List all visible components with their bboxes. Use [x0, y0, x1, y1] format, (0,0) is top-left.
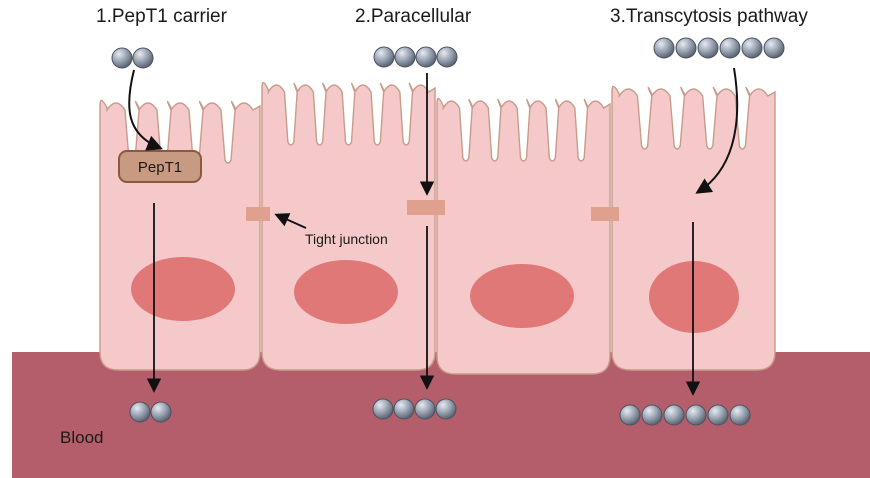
peptide-bead-pathway3-apical: [654, 38, 674, 58]
pept1-transporter-label: PepT1: [138, 159, 182, 176]
epithelial-cell-3: [437, 98, 610, 374]
nucleus-3: [470, 264, 574, 328]
tight-junction-1: [246, 207, 270, 221]
peptide-bead-pathway1-apical: [133, 48, 153, 68]
blood-label: Blood: [60, 428, 103, 448]
peptide-bead-pathway3-blood: [686, 405, 706, 425]
nucleus-1: [131, 257, 235, 321]
tight-junction-label: Tight junction: [305, 231, 388, 247]
epithelial-cells: [100, 82, 775, 374]
peptide-bead-pathway3-apical: [676, 38, 696, 58]
peptide-bead-pathway3-blood: [708, 405, 728, 425]
peptide-bead-pathway3-blood: [642, 405, 662, 425]
peptide-bead-pathway2-blood: [373, 399, 393, 419]
peptide-bead-pathway2-apical: [416, 47, 436, 67]
pathway-1-label: 1.PepT1 carrier: [96, 6, 227, 28]
peptide-bead-pathway2-apical: [395, 47, 415, 67]
tight-junction-3: [591, 207, 619, 221]
epithelial-cell-2: [262, 82, 435, 370]
peptide-bead-pathway2-apical: [374, 47, 394, 67]
pathway-3-label: 3.Transcytosis pathway: [610, 6, 808, 28]
nucleus-4: [649, 261, 739, 333]
peptide-bead-pathway3-blood: [620, 405, 640, 425]
peptide-bead-pathway3-apical: [720, 38, 740, 58]
peptide-bead-pathway2-blood: [394, 399, 414, 419]
peptide-bead-pathway2-apical: [437, 47, 457, 67]
peptide-bead-pathway3-apical: [742, 38, 762, 58]
pathway-2-label: 2.Paracellular: [355, 6, 471, 28]
peptide-bead-pathway1-blood: [130, 402, 150, 422]
peptide-bead-pathway3-blood: [664, 405, 684, 425]
peptide-bead-pathway1-blood: [151, 402, 171, 422]
peptide-bead-pathway1-apical: [112, 48, 132, 68]
nucleus-2: [294, 260, 398, 324]
epithelial-cell-1: [100, 100, 260, 370]
peptide-bead-pathway3-apical: [764, 38, 784, 58]
peptide-bead-pathway3-apical: [698, 38, 718, 58]
peptide-bead-pathway2-blood: [415, 399, 435, 419]
peptide-bead-pathway2-blood: [436, 399, 456, 419]
peptide-bead-pathway3-blood: [730, 405, 750, 425]
tight-junction-2: [407, 200, 445, 215]
